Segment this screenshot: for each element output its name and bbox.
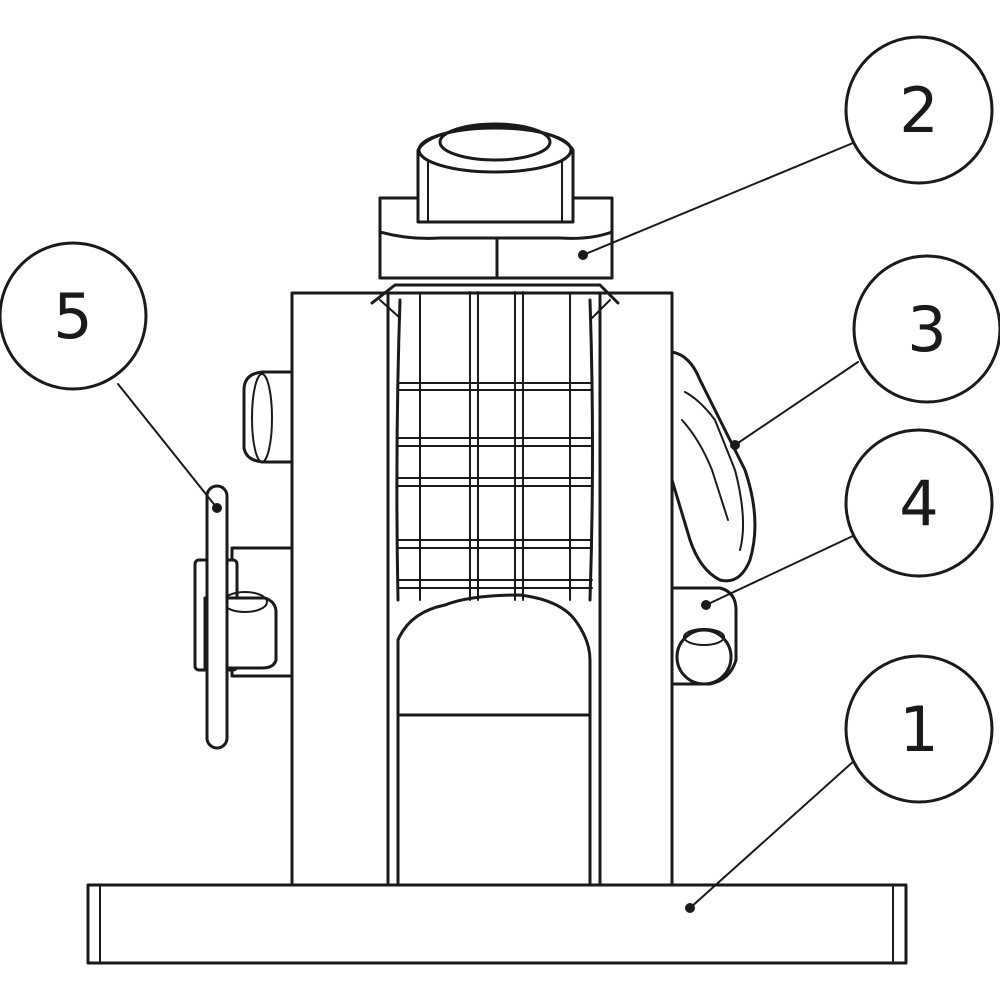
leader-line-3 bbox=[734, 361, 859, 446]
release-valve bbox=[193, 484, 294, 750]
leader-line-4 bbox=[705, 534, 856, 606]
callout-1: 1 bbox=[844, 654, 994, 804]
base-plate bbox=[86, 883, 908, 965]
callout-5: 5 bbox=[0, 241, 148, 391]
leader-line-1 bbox=[689, 759, 856, 909]
callout-label-1: 1 bbox=[899, 693, 938, 766]
leader-line-5 bbox=[117, 383, 218, 509]
callout-label-3: 3 bbox=[907, 293, 946, 366]
leader-lines bbox=[117, 142, 859, 913]
callout-2: 2 bbox=[844, 35, 994, 185]
callout-label-4: 4 bbox=[899, 467, 938, 540]
leader-line-2 bbox=[582, 142, 854, 256]
callout-label-5: 5 bbox=[53, 280, 92, 353]
pump-handle-socket bbox=[670, 350, 757, 583]
hex-nut-ram-top bbox=[378, 122, 614, 280]
ram-cage bbox=[370, 283, 620, 602]
pivot-pin bbox=[670, 586, 738, 686]
left-knob bbox=[242, 370, 294, 464]
callout-3: 3 bbox=[852, 254, 1000, 404]
callout-label-2: 2 bbox=[899, 74, 938, 147]
callout-4: 4 bbox=[844, 428, 994, 578]
